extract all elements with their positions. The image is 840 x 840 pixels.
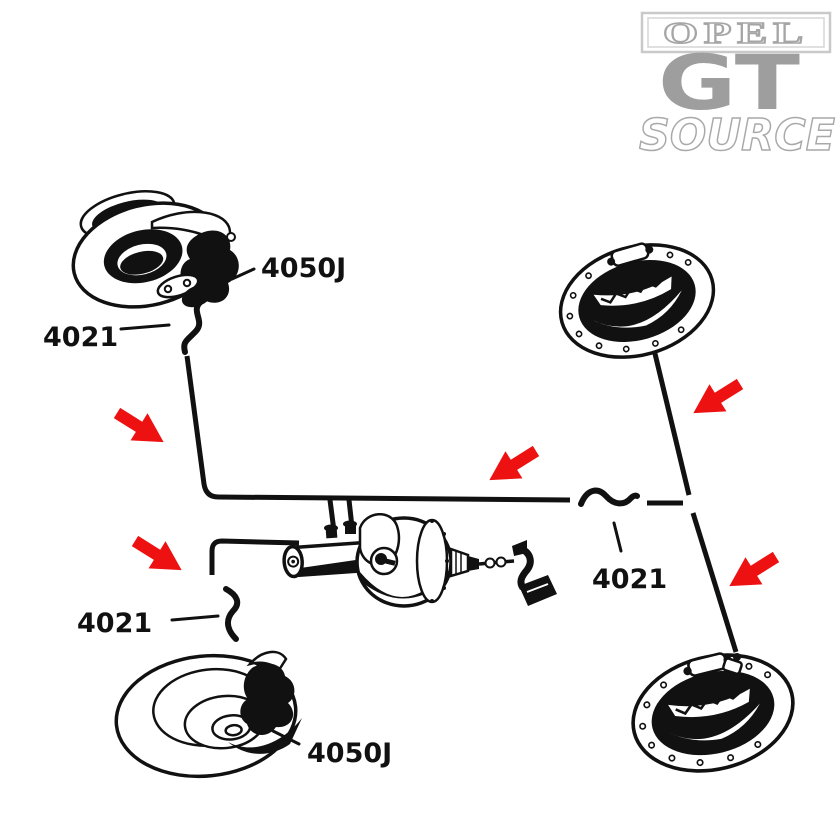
opel-badge-outer-frame bbox=[640, 11, 832, 54]
master-cylinder-assembly-icon bbox=[282, 513, 557, 608]
front-disc-brake-lower-icon bbox=[114, 650, 302, 779]
hose-drum bbox=[181, 284, 213, 308]
arrow-icon-center bbox=[480, 437, 545, 494]
logo-brand-text: OPEL bbox=[663, 15, 809, 50]
callout-front-upper-pipe: 4021 bbox=[43, 322, 118, 353]
leader-rear-pipe bbox=[612, 521, 623, 553]
front-lower-flex-hose bbox=[223, 586, 241, 642]
brake-pipes bbox=[181, 297, 739, 653]
callout-leader-lines bbox=[119, 267, 623, 746]
rear-drum-brake-upper-icon bbox=[545, 225, 729, 377]
logo-model-text: GT bbox=[658, 38, 800, 127]
caliper-body bbox=[240, 663, 295, 735]
rear-lower-brake-pipe bbox=[690, 512, 739, 653]
rear-upper-brake-pipe bbox=[648, 336, 692, 496]
rear-flex-hose-symbol bbox=[578, 487, 640, 507]
opel-badge-inner-frame bbox=[647, 17, 825, 48]
rear-drum-brake-lower-icon bbox=[618, 637, 808, 789]
caliper-shadow bbox=[228, 718, 302, 754]
bleed-screw bbox=[226, 232, 236, 242]
callout-front-upper-hose: 4050J bbox=[261, 253, 346, 284]
opel-gt-source-logo: OPEL GT SOURCE bbox=[638, 11, 836, 162]
front-lower-brake-pipe bbox=[209, 538, 300, 575]
logo-source-text: SOURCE bbox=[639, 110, 835, 161]
arrow-icon-rear-lower bbox=[720, 543, 785, 600]
arrow-icon-front-lower bbox=[126, 527, 191, 584]
leader-front-upper-pipe bbox=[119, 323, 171, 331]
front-disc-brake-upper-icon bbox=[71, 190, 239, 309]
brake-pedal bbox=[512, 540, 557, 606]
arrow-icon-rear-upper bbox=[684, 370, 749, 427]
arrow-icon-front-upper bbox=[108, 399, 173, 456]
front-upper-flex-hose bbox=[181, 297, 206, 355]
leader-front-lower-hose bbox=[271, 729, 301, 746]
leader-front-lower-pipe bbox=[170, 614, 220, 622]
callout-front-lower-pipe: 4021 bbox=[77, 608, 152, 639]
callout-rear-pipe: 4021 bbox=[592, 564, 667, 595]
rear-lower-pipe-fitting bbox=[722, 653, 743, 675]
callout-front-lower-hose: 4050J bbox=[307, 738, 392, 769]
leader-front-upper-hose bbox=[230, 267, 256, 281]
front-upper-brake-pipe bbox=[184, 355, 571, 503]
caliper-bracket-arm bbox=[246, 650, 288, 672]
